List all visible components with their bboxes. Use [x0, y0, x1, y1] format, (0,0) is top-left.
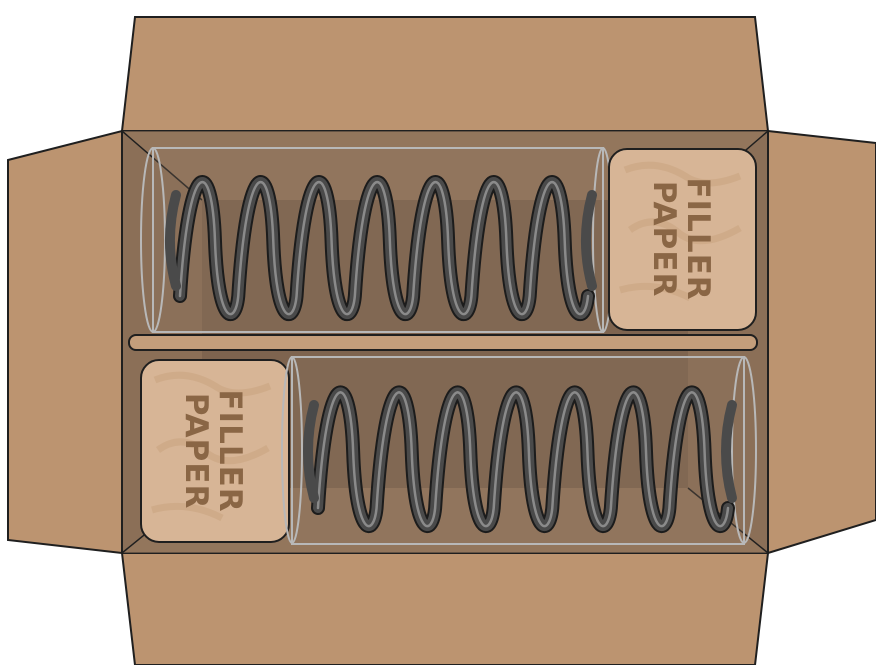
filler-top-line1: FILLER [680, 177, 716, 300]
filler-top-line2: PAPER [646, 181, 682, 298]
top-flap [122, 17, 768, 131]
top-filler-paper: FILLER PAPER [609, 149, 756, 330]
top-spring-assembly [141, 148, 613, 332]
cardboard-divider [129, 335, 757, 350]
right-flap [768, 131, 876, 553]
bottom-filler-paper: FILLER PAPER [141, 360, 289, 542]
filler-bottom-line2: PAPER [178, 393, 214, 510]
bottom-flap [122, 553, 768, 665]
left-flap [8, 131, 122, 553]
filler-bottom-line1: FILLER [212, 389, 248, 512]
bottom-spring-assembly [282, 357, 756, 544]
